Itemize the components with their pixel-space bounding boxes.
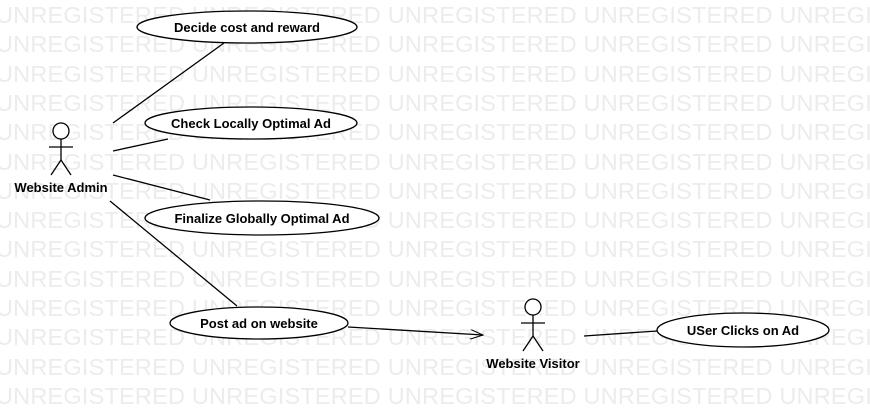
actor-website-visitor[interactable] xyxy=(521,298,545,352)
use-case-post-ad-on-website[interactable]: Post ad on website xyxy=(169,306,349,340)
association-admin-decide-cost[interactable] xyxy=(112,42,225,124)
dependency-arrow-post-to-visitor[interactable] xyxy=(347,326,483,335)
actor-label-website-visitor: Website Visitor xyxy=(486,356,579,371)
association-admin-post-ad[interactable] xyxy=(109,200,238,307)
association-admin-check-local[interactable] xyxy=(112,138,169,152)
use-case-label: Decide cost and reward xyxy=(174,20,320,35)
use-case-label: Check Locally Optimal Ad xyxy=(171,116,331,131)
actor-head-icon xyxy=(524,298,542,316)
actor-label-website-admin: Website Admin xyxy=(14,180,107,195)
use-case-check-locally-optimal-ad[interactable]: Check Locally Optimal Ad xyxy=(144,106,358,140)
actor-head-icon xyxy=(52,122,70,140)
actor-website-admin[interactable] xyxy=(49,122,73,176)
associations xyxy=(109,42,658,337)
use-case-label: USer Clicks on Ad xyxy=(687,323,799,338)
use-case-label: Finalize Globally Optimal Ad xyxy=(174,211,349,226)
use-case-label: Post ad on website xyxy=(200,316,318,331)
association-admin-finalize-global[interactable] xyxy=(112,174,211,201)
use-case-user-clicks-on-ad[interactable]: USer Clicks on Ad xyxy=(656,312,830,348)
association-visitor-clicks-ad[interactable] xyxy=(583,330,658,337)
use-case-decide-cost-and-reward[interactable]: Decide cost and reward xyxy=(136,10,358,44)
use-case-finalize-globally-optimal-ad[interactable]: Finalize Globally Optimal Ad xyxy=(144,200,380,236)
